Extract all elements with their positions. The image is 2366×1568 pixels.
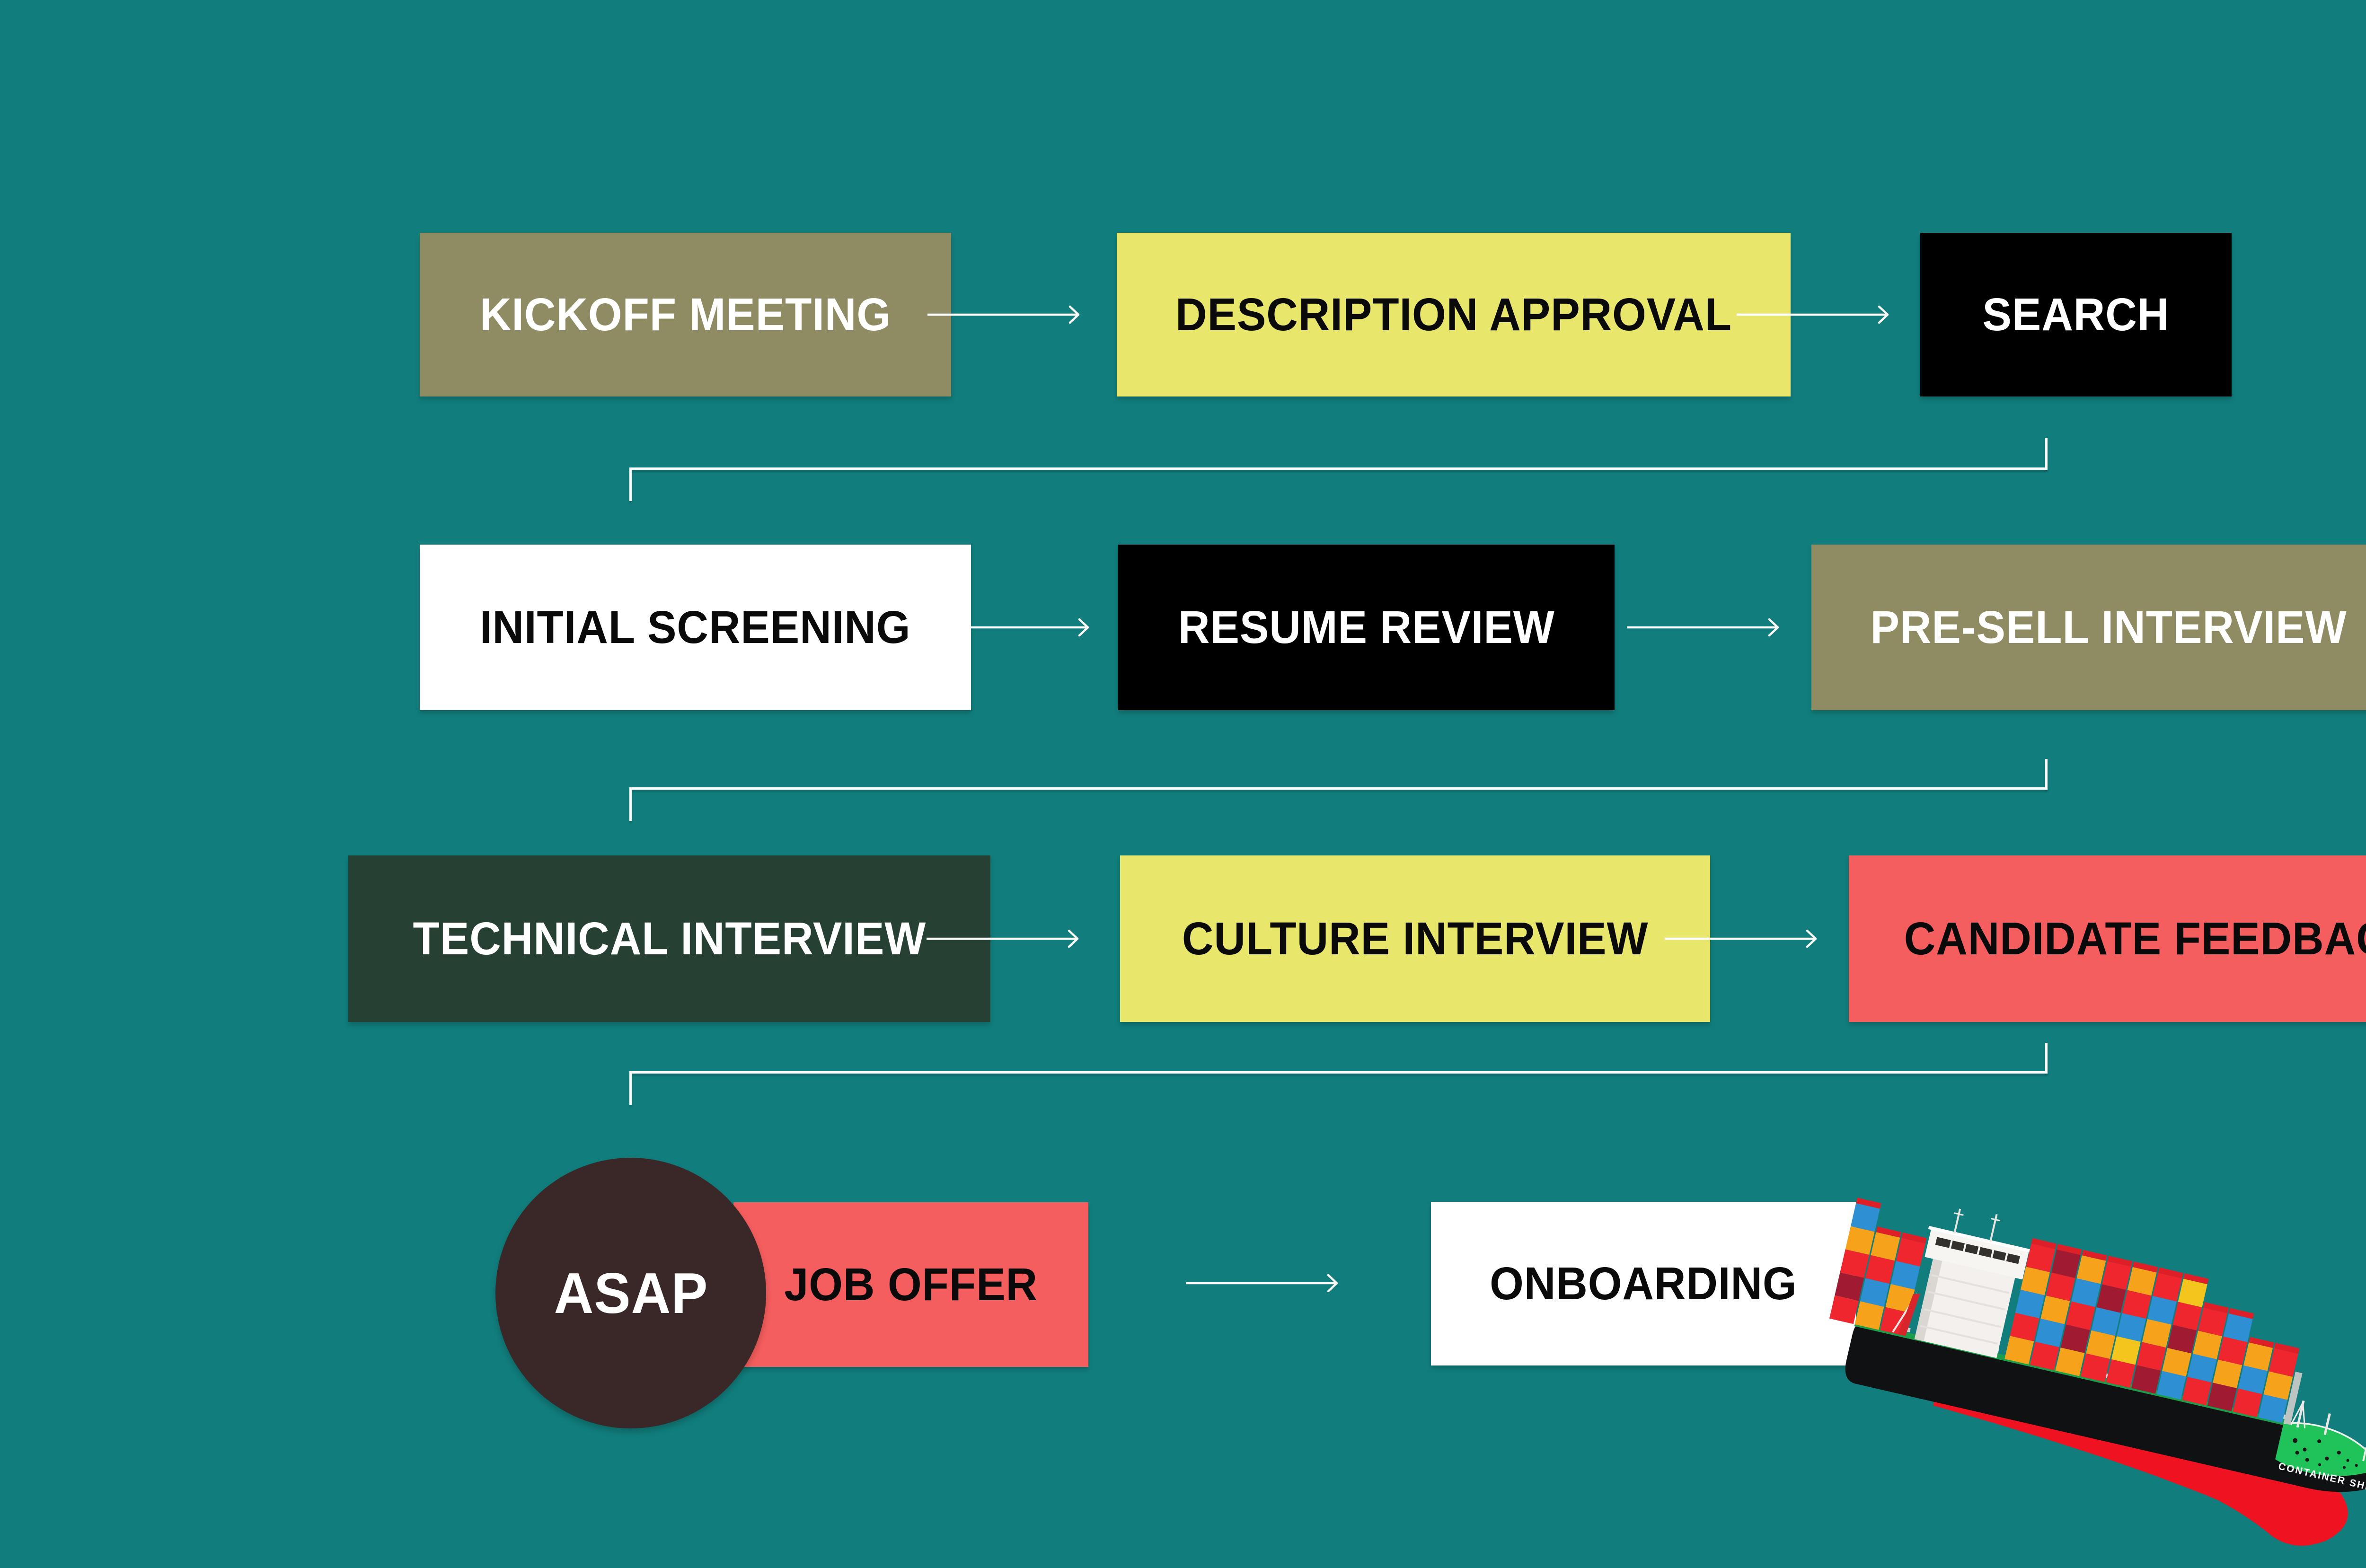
asap-badge-label: ASAP: [554, 1261, 708, 1325]
node-pre-sell-interview: PRE-SELL INTERVIEW: [1811, 545, 2366, 710]
elbow-connector-3-down: [2045, 1043, 2048, 1073]
node-kickoff-meeting: KICKOFF MEETING: [420, 233, 951, 396]
ship-bow-deck: [2275, 1423, 2366, 1476]
node-culture-interview: CULTURE INTERVIEW: [1120, 855, 1710, 1022]
ship-superstructure: [1914, 1208, 2032, 1358]
node-search-label: SEARCH: [1982, 289, 2170, 340]
elbow-connector-2-across: [629, 787, 2048, 790]
asap-badge: ASAP: [495, 1158, 766, 1428]
ship-deck-fittings: [2293, 1438, 2358, 1469]
node-candidate-feedback-label: CANDIDATE FEEDBACK: [1904, 913, 2366, 964]
elbow-connector-2-drop: [629, 790, 632, 821]
arrow-right-icon: [927, 929, 1079, 948]
arrow-right-icon: [1665, 929, 1817, 948]
node-resume-review-label: RESUME REVIEW: [1178, 601, 1555, 653]
ship-containers: [2004, 1238, 2300, 1423]
node-search: SEARCH: [1920, 233, 2232, 396]
node-technical-interview: TECHNICAL INTERVIEW: [348, 855, 990, 1022]
node-candidate-feedback: CANDIDATE FEEDBACK: [1849, 855, 2366, 1022]
node-technical-interview-label: TECHNICAL INTERVIEW: [413, 913, 926, 964]
ship-stern-containers: [1829, 1198, 1927, 1336]
node-onboarding: ONBOARDING: [1431, 1202, 1856, 1365]
node-culture-interview-label: CULTURE INTERVIEW: [1182, 913, 1649, 964]
elbow-connector-1-down: [2045, 438, 2048, 469]
ship-bow-masts: [2290, 1400, 2366, 1462]
elbow-connector-3-across: [629, 1071, 2048, 1074]
arrow-right-icon: [1186, 1274, 1338, 1293]
arrow-right-icon: [927, 305, 1080, 324]
node-resume-review: RESUME REVIEW: [1118, 545, 1615, 710]
node-pre-sell-interview-label: PRE-SELL INTERVIEW: [1870, 601, 2347, 653]
arrow-right-icon: [937, 618, 1089, 637]
elbow-connector-1-drop: [629, 470, 632, 501]
node-job-offer-label: JOB OFFER: [784, 1259, 1038, 1310]
ship-hull: [1845, 1325, 2366, 1492]
node-kickoff-meeting-label: KICKOFF MEETING: [479, 289, 892, 340]
elbow-connector-1-across: [629, 467, 2048, 470]
ship-crane-icon: [1892, 1293, 1920, 1336]
arrow-right-icon: [1737, 305, 1889, 324]
node-onboarding-label: ONBOARDING: [1490, 1258, 1797, 1309]
node-job-offer: JOB OFFER: [733, 1202, 1088, 1367]
ship-keel: [1933, 1399, 2348, 1546]
arrow-right-icon: [1627, 618, 1779, 637]
node-description-approval: DESCRIPTION APPROVAL: [1117, 233, 1791, 396]
elbow-connector-3-drop: [629, 1074, 632, 1105]
node-initial-screening: INITIAL SCREENING: [420, 545, 971, 710]
container-ship-illustration: CONTAINER SHIP: [1829, 1198, 2366, 1546]
node-description-approval-label: DESCRIPTION APPROVAL: [1175, 289, 1732, 340]
node-initial-screening-label: INITIAL SCREENING: [480, 601, 911, 653]
elbow-connector-2-down: [2045, 759, 2048, 789]
